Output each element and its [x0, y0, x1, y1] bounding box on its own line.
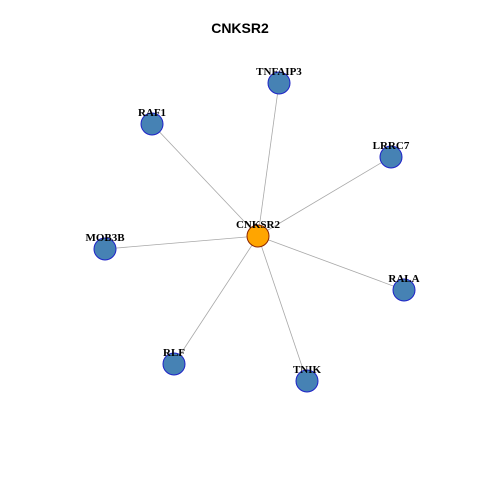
node-lrrc7 — [379, 145, 403, 169]
edge-cnksr2-lrrc7 — [257, 156, 392, 237]
edge-cnksr2-mob3b — [104, 235, 259, 250]
node-layer — [93, 71, 416, 393]
node-rala — [392, 278, 416, 302]
edge-cnksr2-tnfaip3 — [257, 82, 280, 237]
edge-cnksr2-rala — [257, 235, 405, 291]
node-label-raf1: RAF1 — [138, 107, 166, 119]
node-label-tnik: TNIK — [293, 364, 322, 376]
node-tnfaip3 — [267, 71, 291, 95]
node-label-rlf: RLF — [163, 347, 185, 359]
node-label-mob3b: MOB3B — [85, 232, 125, 244]
edge-cnksr2-tnik — [257, 235, 308, 382]
edge-cnksr2-rlf — [173, 235, 259, 365]
node-label-lrrc7: LRRC7 — [373, 140, 410, 152]
edge-cnksr2-raf1 — [151, 123, 259, 237]
node-label-tnfaip3: TNFAIP3 — [256, 66, 302, 78]
diagram-title: CNKSR2 — [211, 20, 269, 36]
node-mob3b — [93, 237, 117, 261]
node-rlf — [162, 352, 186, 376]
node-tnik — [295, 369, 319, 393]
node-label-cnksr2: CNKSR2 — [236, 219, 281, 231]
edge-layer — [104, 82, 405, 382]
node-raf1 — [140, 112, 164, 136]
node-label-rala: RALA — [388, 273, 419, 285]
node-cnksr2 — [246, 224, 270, 248]
